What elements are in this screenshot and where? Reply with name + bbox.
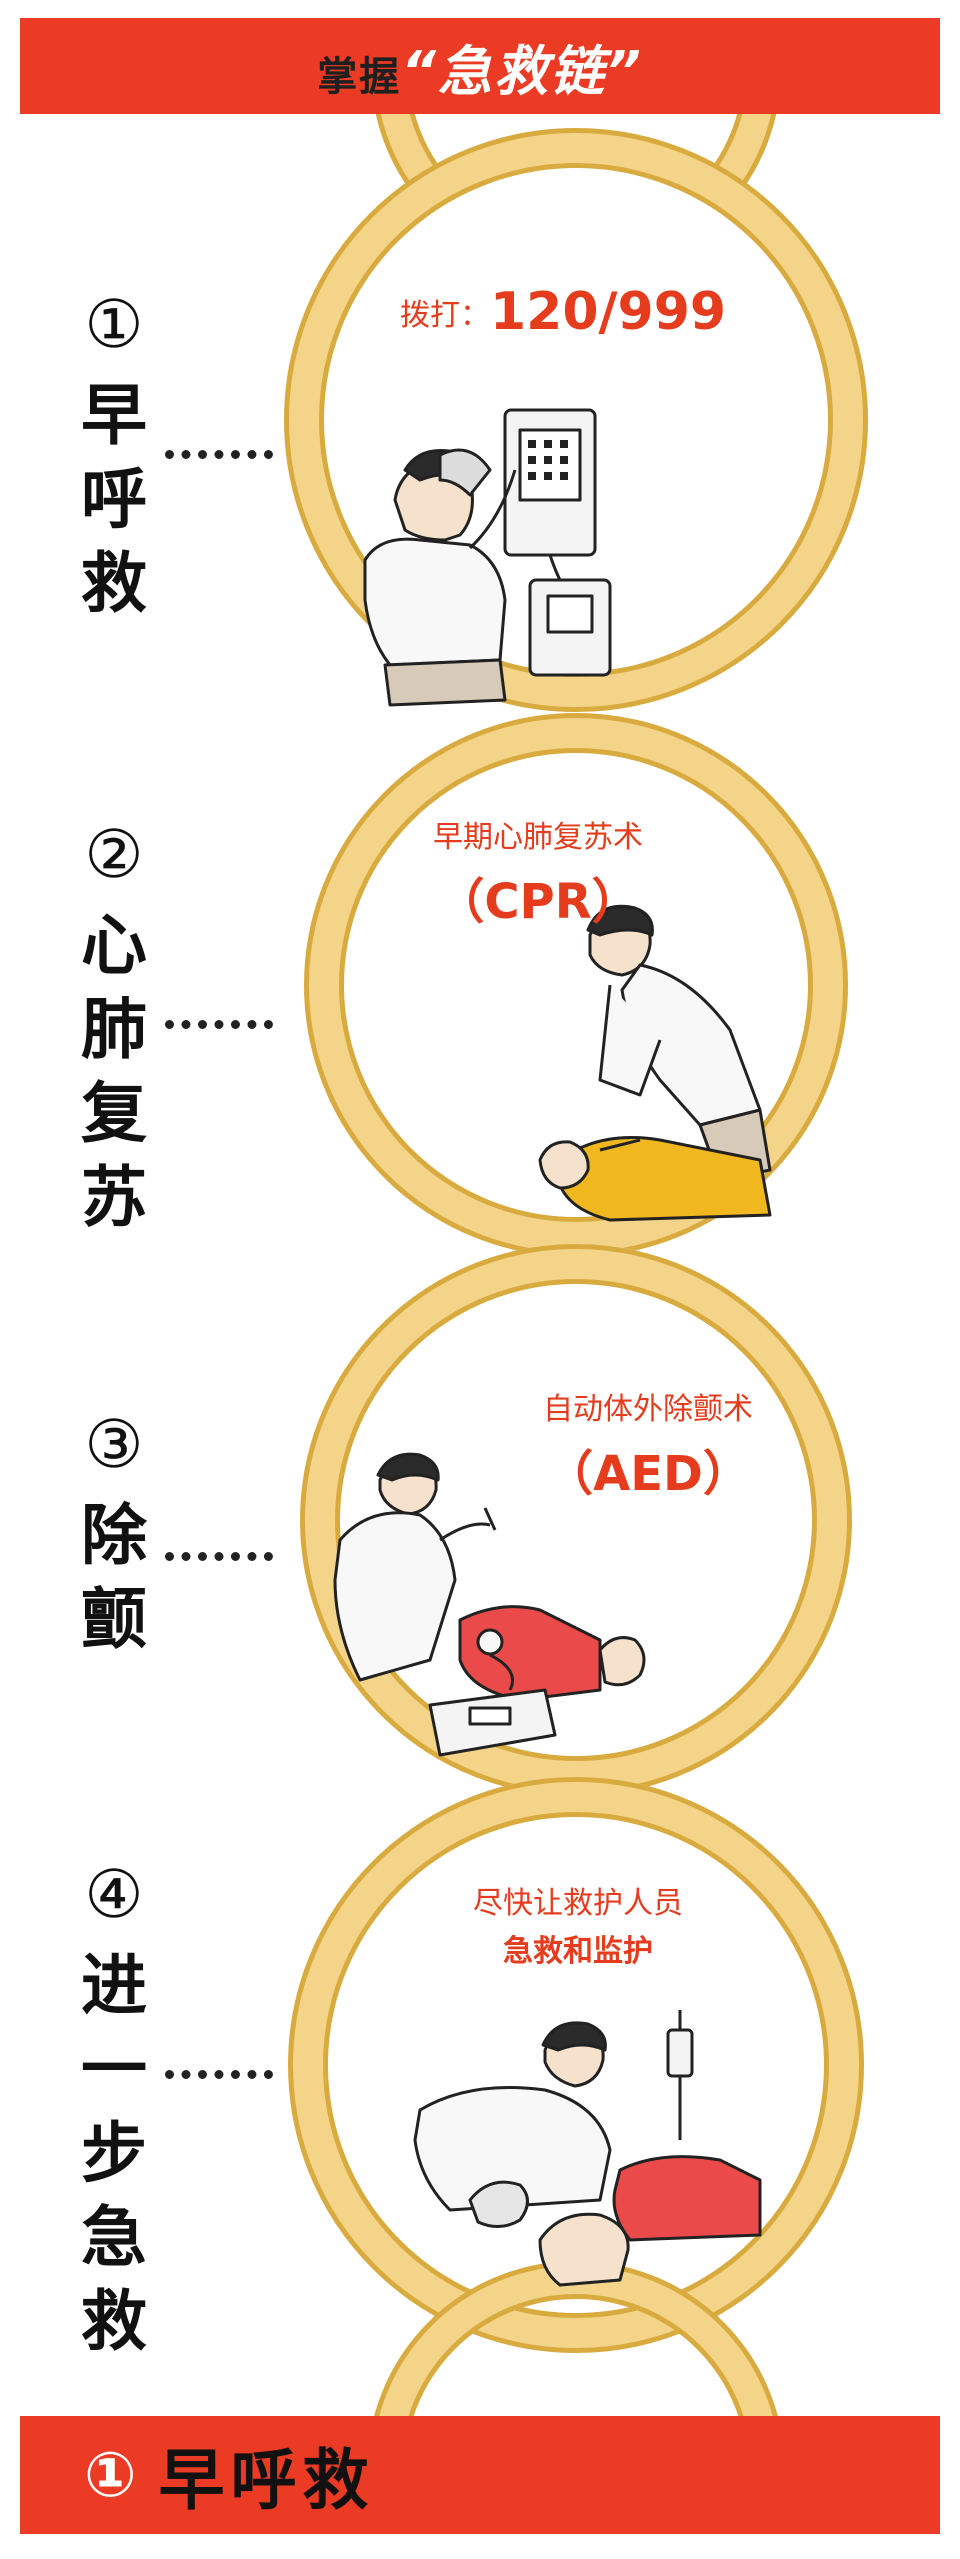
step-4-leader-dots — [165, 2070, 273, 2079]
step-2-char: 苏 — [81, 1159, 147, 1236]
step-3-char: 颤 — [81, 1581, 147, 1658]
step-3-char: 除 — [81, 1497, 147, 1574]
step-1-number: ① — [84, 286, 144, 363]
ring2-text: 早期心肺复苏术 （CPR） — [408, 812, 668, 932]
step-1-leader-dots — [165, 450, 273, 459]
dial-label: 拨打： — [400, 298, 490, 333]
ring1-dial-text: 拨打：120/999 — [400, 282, 726, 342]
step-4-number: ④ — [84, 1856, 144, 1933]
header-prefix: 掌握 — [317, 53, 402, 100]
step-3-label: ③ 除 颤 — [72, 1412, 156, 1662]
step-2-char: 心 — [81, 907, 147, 984]
step-4-char: 一 — [81, 2031, 147, 2108]
chain-ring-3 — [300, 1244, 852, 1796]
ring4-text: 尽快让救护人员 急救和监护 — [448, 1878, 708, 1970]
header-highlight: “急救链” — [401, 39, 643, 103]
step-1-char: 呼 — [81, 461, 147, 538]
cpr-abbr: （CPR） — [436, 874, 640, 930]
aed-full-name: 自动体外除颤术 — [543, 1392, 753, 1427]
step-2-char: 肺 — [81, 991, 147, 1068]
cpr-illustration — [538, 904, 772, 1222]
footer-banner: ① 早呼救 — [20, 2416, 940, 2534]
step-4-label: ④ 进 一 步 急 救 — [72, 1862, 156, 2364]
step-3-number: ③ — [84, 1406, 144, 1483]
ring4-line2: 急救和监护 — [503, 1934, 653, 1969]
step-4-char: 进 — [81, 1947, 147, 2024]
footer-title: 早呼救 — [158, 2442, 375, 2519]
step-4-char: 步 — [81, 2115, 147, 2192]
aed-abbr: （AED） — [545, 1446, 751, 1502]
header-banner: 掌握“急救链” — [20, 18, 940, 114]
header-title: 掌握“急救链” — [317, 27, 643, 106]
step-1-char: 早 — [81, 377, 147, 454]
cpr-full-name: 早期心肺复苏术 — [433, 820, 643, 855]
step-4-char: 救 — [81, 2283, 147, 2360]
step-1-label: ① 早 呼 救 — [72, 292, 156, 626]
phone-call-illustration — [363, 408, 612, 707]
footer-number: ① — [84, 2438, 137, 2511]
ring3-text: 自动体外除颤术 （AED） — [518, 1384, 778, 1504]
step-2-leader-dots — [165, 1020, 273, 1029]
ring4-line1: 尽快让救护人员 — [473, 1886, 683, 1921]
dial-number: 120/999 — [490, 282, 727, 342]
step-1-char: 救 — [81, 545, 147, 622]
aed-illustration — [333, 1452, 646, 1757]
step-3-leader-dots — [165, 1552, 273, 1561]
step-4-char: 急 — [81, 2199, 147, 2276]
step-2-label: ② 心 肺 复 苏 — [72, 822, 156, 1240]
step-2-char: 复 — [81, 1075, 147, 1152]
ambulance-care-illustration — [413, 2010, 762, 2287]
step-2-number: ② — [84, 816, 144, 893]
